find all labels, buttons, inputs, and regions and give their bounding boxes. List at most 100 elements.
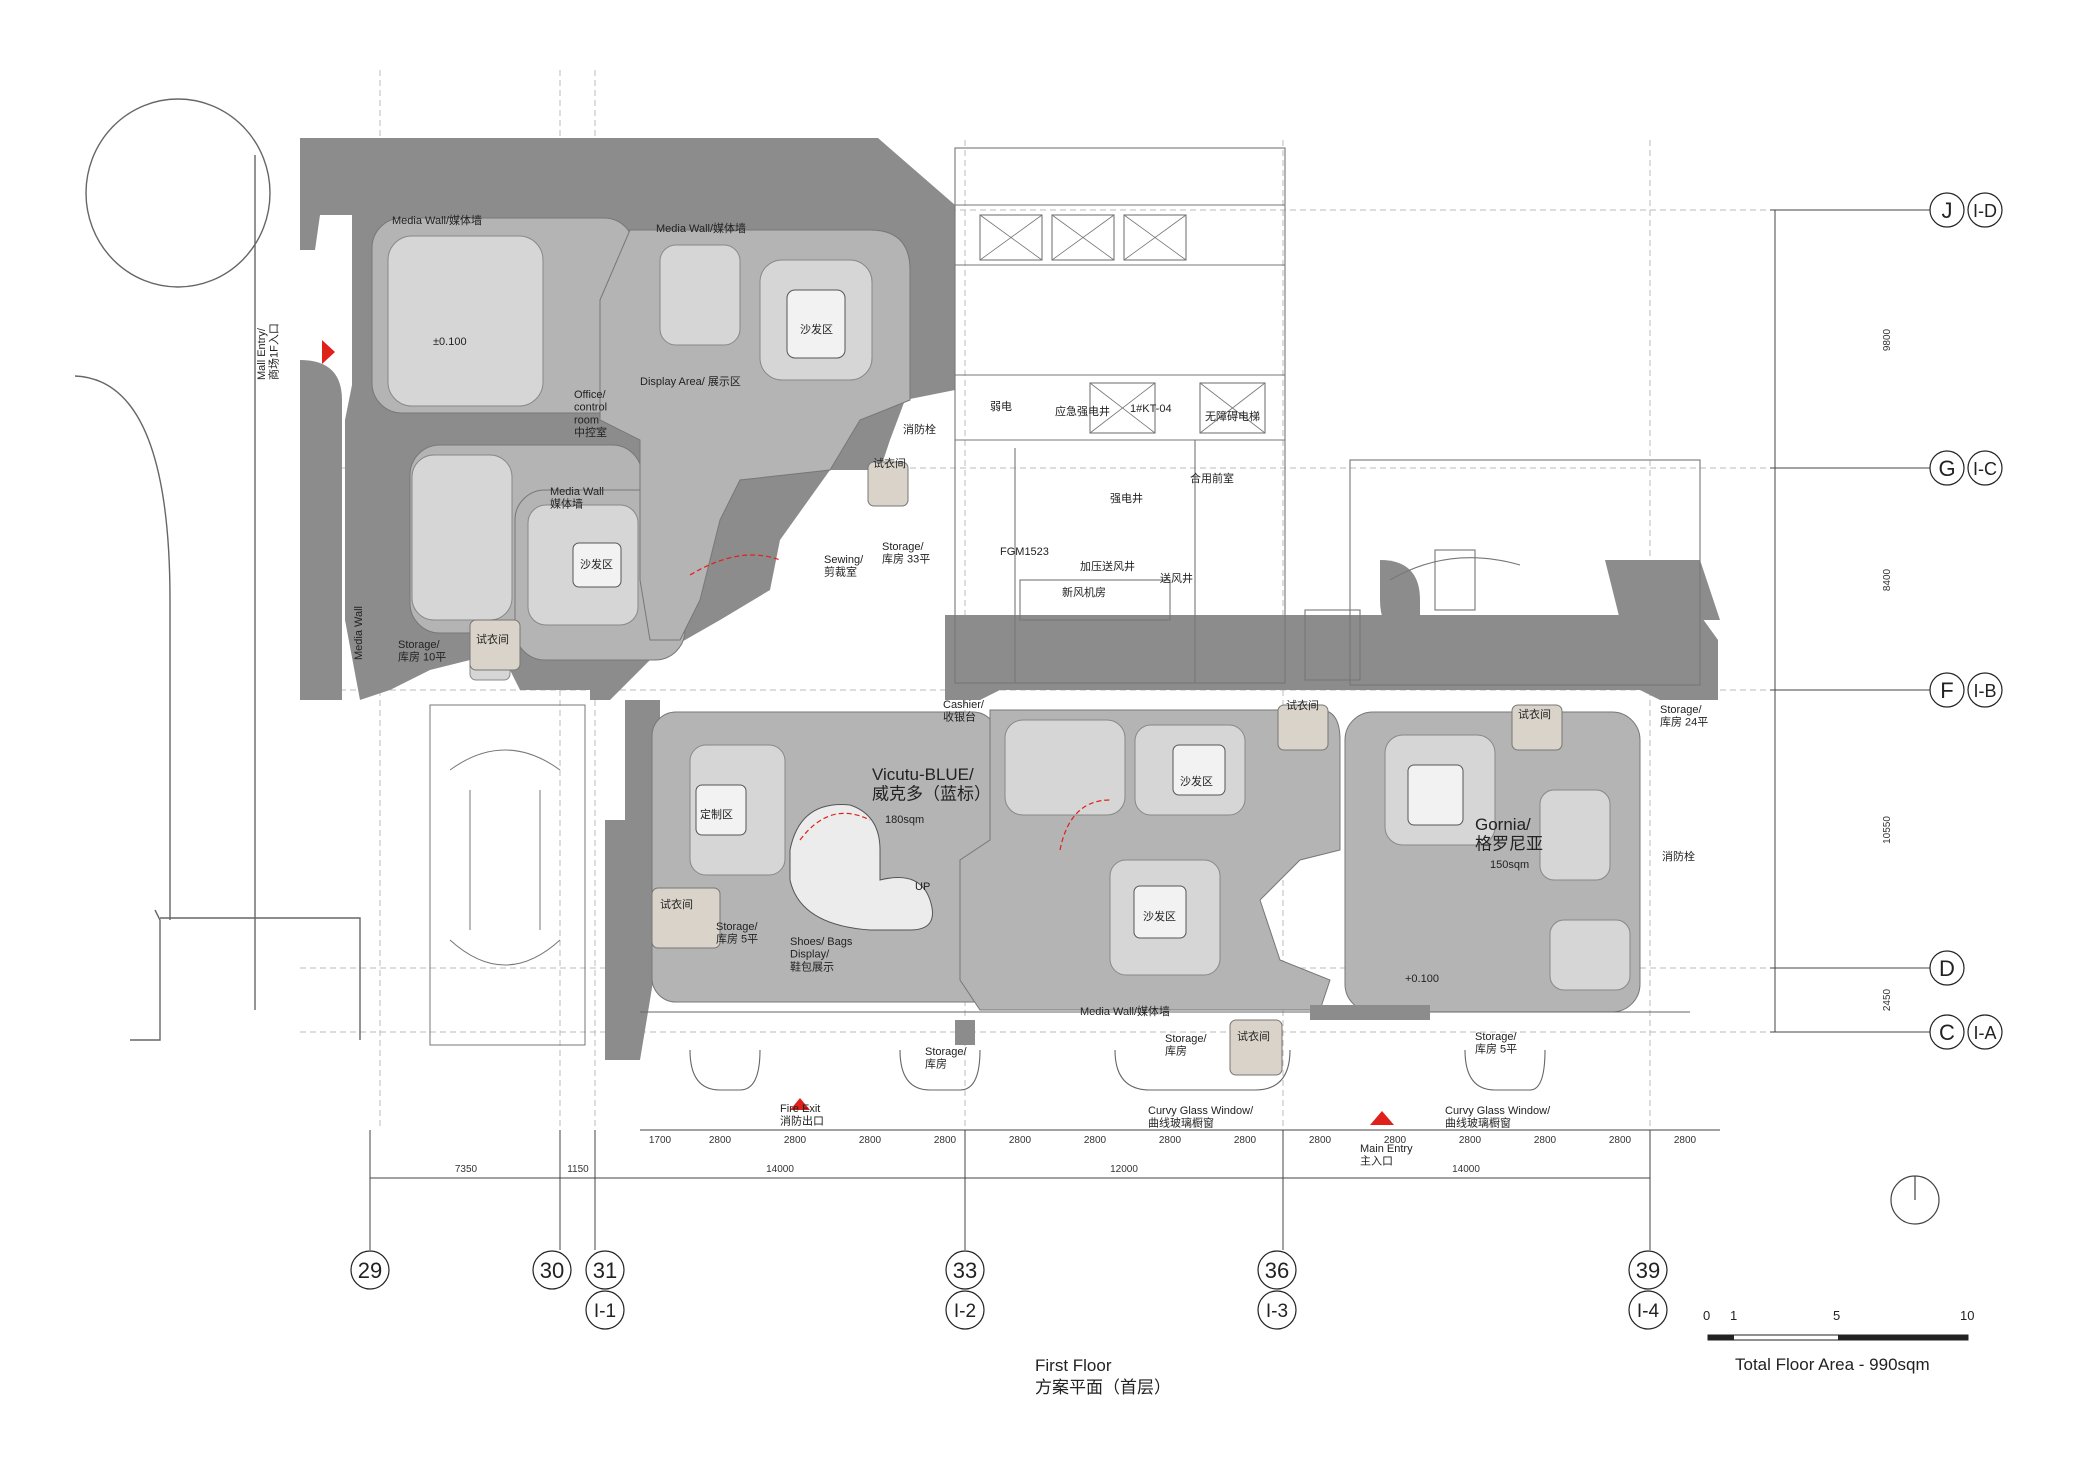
label-media-wall-vertical: Media Wall: [353, 606, 365, 660]
label-fitting-6: 试衣间: [1237, 1029, 1270, 1043]
dim-row1-10: 2800: [1384, 1135, 1407, 1146]
label-curvy-1: Curvy Glass Window/曲线玻璃橱窗: [1148, 1105, 1254, 1130]
grid-label-F: F: [1940, 678, 1953, 703]
label-cashier: Cashier/收银台: [943, 699, 985, 724]
aux-blocks: [955, 1005, 1430, 1045]
grid-bubble-G: [1929, 450, 1965, 486]
grid-bubble-I-1: [585, 1290, 625, 1330]
label-storage-b: Storage/库房: [1165, 1033, 1208, 1058]
mall-outline: [74, 98, 361, 1041]
grid-bubbles-right: J I-D G I-C F I-B D C I-A: [1929, 192, 2003, 1050]
label-storage-24: Storage/库房 24平: [1660, 704, 1708, 729]
grid-bubble-I-D: [1967, 192, 2003, 228]
spiral-stair: [789, 804, 933, 931]
label-sofa-1: 沙发区: [800, 322, 833, 336]
label-fresh: 新风机房: [1062, 585, 1106, 599]
grid-bubble-I-B: [1967, 672, 2003, 708]
label-level: ±0.100: [433, 336, 467, 348]
label-custom: 定制区: [700, 807, 733, 821]
grid-label-I-1: I-1: [594, 1301, 616, 1322]
label-strong: 强电井: [1110, 491, 1143, 505]
label-pressure: 加压送风井: [1080, 559, 1135, 573]
grid-bubble-29: [350, 1250, 390, 1290]
grid-label-J: J: [1942, 198, 1953, 223]
dim-row1-11: 2800: [1459, 1135, 1482, 1146]
label-up: UP: [915, 881, 930, 893]
grid-label-G: G: [1938, 456, 1955, 481]
label-weak: 弱电: [990, 400, 1012, 413]
shaft-crosses: [979, 214, 1266, 434]
dim-row1-13: 2800: [1609, 1135, 1632, 1146]
grid-label-29: 29: [358, 1258, 382, 1283]
label-gornia-area: 150sqm: [1490, 859, 1529, 871]
label-fire-hydrant-2: 消防栓: [1662, 849, 1695, 863]
label-level2: +0.100: [1405, 973, 1439, 985]
dim-row1-8: 2800: [1234, 1135, 1257, 1146]
dim-row1-2: 2800: [784, 1135, 807, 1146]
label-storage-10: Storage/库房 10平: [398, 639, 446, 664]
dim-row1-9: 2800: [1309, 1135, 1332, 1146]
dim-row1-0: 1700: [649, 1135, 672, 1146]
red-route: [689, 554, 1111, 851]
label-fgm: FGM1523: [1000, 546, 1049, 558]
grid-label-I-B: I-B: [1973, 681, 1996, 701]
label-elevator: 无障碍电梯: [1205, 409, 1260, 423]
grid-label-D: D: [1939, 956, 1955, 981]
scale-5: 5: [1833, 1308, 1840, 1323]
grid-bubble-31: [585, 1250, 625, 1290]
grid-label-I-C: I-C: [1973, 459, 1997, 479]
label-fitting-4: 试衣间: [1286, 698, 1319, 712]
drawing-title: First Floor 方案平面（首层）: [1035, 1355, 1171, 1399]
dim-row1-6: 2800: [1084, 1135, 1107, 1146]
label-storage-5: Storage/库房 5平: [716, 921, 759, 946]
dim-right-3: 2450: [1882, 988, 1893, 1011]
label-emergency: 应急强电井: [1055, 404, 1110, 418]
scale-0: 0: [1703, 1308, 1710, 1323]
label-kt: 1#KT-04: [1130, 403, 1172, 415]
scale-bar: 0 1 5 10: [1703, 1308, 1974, 1341]
label-media-wall-top: Media Wall/媒体墙: [392, 213, 482, 227]
grid-label-C: C: [1939, 1020, 1955, 1045]
facade: [640, 1011, 1690, 1091]
sofa-blocks: [572, 289, 1464, 939]
label-storage-33: Storage/库房 33平: [882, 541, 930, 566]
grid-label-I-3: I-3: [1266, 1301, 1288, 1322]
label-fitting-3: 试衣间: [1518, 707, 1551, 721]
mall-entry-arrow: [322, 340, 335, 364]
drawing-title-en: First Floor: [1035, 1356, 1112, 1375]
grid-label-31: 31: [593, 1258, 617, 1283]
grid-label-36: 36: [1265, 1258, 1289, 1283]
label-fitting-5: 试衣间: [660, 897, 693, 911]
grid-bubble-I-2: [945, 1290, 985, 1330]
dim-row2-4: 14000: [1452, 1164, 1480, 1175]
room-labels: Media Wall/媒体墙 Media Wall/媒体墙 ±0.100 Dis…: [256, 213, 1708, 1168]
scale-10: 10: [1960, 1308, 1974, 1323]
dim-right-2: 10550: [1882, 816, 1893, 844]
dim-right-0: 9800: [1882, 328, 1893, 351]
label-gornia: Gornia/格罗尼亚: [1475, 815, 1543, 854]
label-curvy-2: Curvy Glass Window/曲线玻璃橱窗: [1445, 1105, 1551, 1130]
label-media-wall-bottom: Media Wall/媒体墙: [1080, 1004, 1170, 1018]
label-display-area: Display Area/ 展示区: [640, 375, 741, 388]
total-floor-area: Total Floor Area - 990sqm: [1735, 1355, 1930, 1374]
label-mall-entry: Mall Entry/商场1F入口: [256, 323, 281, 380]
grid-label-39: 39: [1636, 1258, 1660, 1283]
grid-label-I-D: I-D: [1973, 201, 1997, 221]
grid-label-I-A: I-A: [1973, 1023, 1996, 1043]
label-storage-5b: Storage/库房 5平: [1475, 1031, 1518, 1056]
label-fire-hydrant-1: 消防栓: [903, 422, 936, 436]
grid-label-30: 30: [540, 1258, 564, 1283]
dim-row1-14: 2800: [1674, 1135, 1697, 1146]
dim-row1-1: 2800: [709, 1135, 732, 1146]
grid-bubble-J: [1929, 192, 1965, 228]
label-sofa-2: 沙发区: [1180, 774, 1213, 788]
grid-label-33: 33: [953, 1258, 977, 1283]
grid-bubble-I-3: [1257, 1290, 1297, 1330]
north-arrow-icon: [1890, 1175, 1940, 1225]
grid-bubble-F: [1929, 672, 1965, 708]
